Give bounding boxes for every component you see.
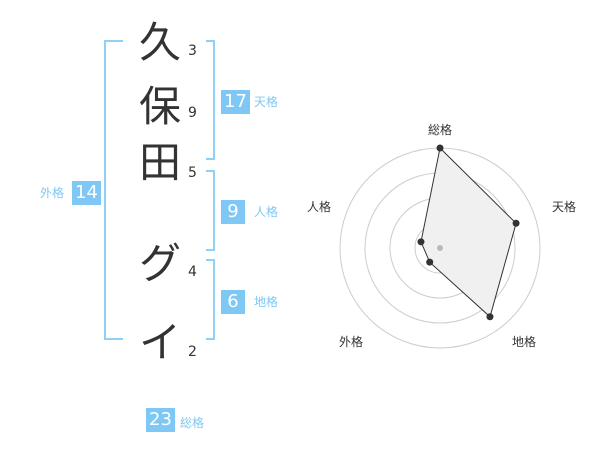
- name-char-5: イ: [138, 318, 181, 367]
- stroke-count-1: 3: [188, 43, 197, 59]
- stroke-count-2: 9: [188, 105, 197, 121]
- radar-label-gaikaku: 外格: [338, 335, 363, 349]
- radar-data-points: [417, 144, 520, 321]
- radar-label-soukaku: 総格: [427, 123, 452, 137]
- gaikaku-bracket: [104, 40, 123, 340]
- tenkaku-bracket: [206, 40, 215, 160]
- radar-point-2: [512, 219, 520, 227]
- jinkaku-value-badge: 9: [221, 200, 245, 224]
- radar-point-1: [436, 144, 444, 152]
- radar-label-tenkaku: 天格: [551, 200, 576, 214]
- name-char-3: 田: [138, 138, 181, 187]
- radar-label-jinkaku: 人格: [306, 200, 331, 214]
- radar-point-5: [417, 238, 425, 246]
- soukaku-label: 総格: [180, 416, 205, 430]
- name-char-4: グ: [138, 239, 181, 288]
- jinkaku-bracket: [206, 170, 215, 251]
- radar-point-3: [486, 313, 494, 321]
- stroke-count-4: 4: [188, 264, 197, 280]
- chikaku-bracket: [206, 259, 215, 340]
- gaikaku-label: 外格: [40, 186, 65, 200]
- name-char-2: 保: [138, 82, 181, 131]
- name-char-1: 久: [138, 18, 181, 67]
- stroke-count-5: 2: [188, 344, 197, 360]
- radar-data-polygon: [420, 146, 517, 318]
- soukaku-value-badge: 23: [146, 408, 175, 432]
- stroke-count-3: 5: [188, 165, 197, 181]
- radar-point-4: [426, 258, 434, 266]
- tenkaku-label: 天格: [254, 95, 279, 109]
- jinkaku-label: 人格: [254, 205, 279, 219]
- radar-center-dot: [437, 245, 443, 251]
- gaikaku-value-badge: 14: [72, 181, 101, 205]
- chikaku-label: 地格: [254, 295, 279, 309]
- radar-label-chikaku: 地格: [511, 335, 536, 349]
- tenkaku-value-badge: 17: [221, 90, 250, 114]
- chikaku-value-badge: 6: [221, 290, 245, 314]
